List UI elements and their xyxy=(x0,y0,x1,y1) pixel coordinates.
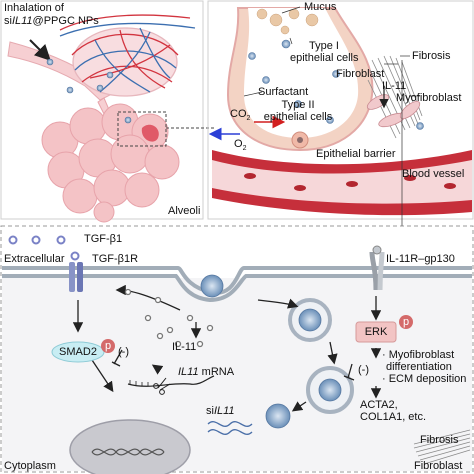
type1-label-line1: Type I xyxy=(309,40,339,52)
epithelial-barrier-label: Epithelial barrier xyxy=(316,148,396,160)
smad2-shape xyxy=(51,339,115,363)
sirna-duplex xyxy=(207,421,253,435)
tgf-b1-ligands xyxy=(8,235,80,261)
zoom-box xyxy=(117,111,167,147)
np-docking xyxy=(200,274,224,298)
il11-label-top: IL-11 xyxy=(382,80,407,92)
nucleus xyxy=(69,419,191,474)
inhalation-np-suffix: @PPGC NPs xyxy=(32,15,99,27)
detail-nanoparticles xyxy=(248,39,340,124)
o2-text: O xyxy=(234,138,243,150)
fibroblast-label-bottom: Fibroblast xyxy=(414,460,463,472)
erk-p-badge: p xyxy=(402,316,410,328)
fibroblast-label: Fibroblast xyxy=(336,68,385,80)
myofibroblast-label: Myofibroblast xyxy=(396,92,462,104)
red-blood-cells xyxy=(244,173,456,191)
alveolar-lumen xyxy=(244,8,359,138)
cell-panel xyxy=(0,225,474,474)
endosome-upper xyxy=(288,298,332,342)
leader-lines xyxy=(243,6,420,225)
il11-mrna-suffix: mRNA xyxy=(198,366,235,378)
erk-shape xyxy=(355,315,413,343)
highlight-patch xyxy=(141,124,159,142)
il11-mrna-label: IL11 mRNA xyxy=(178,366,234,378)
alveolar-detail-panel xyxy=(207,0,474,226)
pathway-arrows xyxy=(72,284,382,412)
il11-mrna-strand xyxy=(127,375,215,387)
type1-label-line2: epithelial cells xyxy=(290,52,359,64)
myo-diff-line1: · Myofibroblast xyxy=(382,349,455,361)
inhibit-left-label: (-) xyxy=(118,346,129,358)
tgf-b1-label: TGF-β1 xyxy=(84,233,123,245)
sil11-prefix: si xyxy=(206,405,214,417)
fibrosis-label-top: Fibrosis xyxy=(412,50,451,62)
il11-mrna-gene: IL11 xyxy=(178,366,199,378)
sil11-label: siIL11 xyxy=(206,405,235,417)
smad2-p-badge: p xyxy=(104,340,112,352)
smad2-label: SMAD2 xyxy=(59,346,97,358)
fibroblast-cells xyxy=(366,94,421,128)
co2-text: CO xyxy=(230,108,247,120)
fibrosis-label-bottom: Fibrosis xyxy=(420,434,459,446)
il11r-gp130-receptor xyxy=(369,245,385,291)
inhalation-si-prefix: si xyxy=(4,15,12,27)
il11r-gp130-label: IL-11R–gp130 xyxy=(386,253,455,265)
mrna-ticks xyxy=(129,380,149,386)
inhalation-gene: IL11 xyxy=(11,15,33,27)
inhibit-right-label: (-) xyxy=(358,364,369,376)
mucus-label: Mucus xyxy=(304,1,337,13)
surfactant-label: Surfactant xyxy=(258,86,309,98)
acta2-line2: COL1A1, etc. xyxy=(360,411,427,423)
sil11-gene: IL11 xyxy=(213,405,235,417)
o2-label: O2 xyxy=(234,138,246,155)
airflow-arrow xyxy=(29,39,51,61)
inhaled-nanoparticles xyxy=(46,58,114,94)
blood-vessel-label: Blood vessel xyxy=(402,168,465,180)
ecm-deposition-label: · ECM deposition xyxy=(382,373,467,385)
alveolar-sac xyxy=(41,97,180,223)
co2-subscript: 2 xyxy=(246,115,251,123)
inhibition-bar-left xyxy=(111,349,123,367)
dna-helix xyxy=(91,448,165,456)
fibrosis-fibers xyxy=(413,429,471,465)
alveoli-label: Alveoli xyxy=(168,205,201,217)
type2-label-line2: epithelial cells xyxy=(263,111,333,123)
inhibition-bar-right xyxy=(343,363,355,381)
acta2-line1: ACTA2, xyxy=(360,399,398,411)
co2-label: CO2 xyxy=(230,108,250,125)
tgf-b1r-label: TGF-β1R xyxy=(92,253,139,265)
capillary-network xyxy=(59,14,196,97)
myo-diff-line2: differentiation xyxy=(386,361,452,373)
released-np xyxy=(265,403,291,429)
extracellular-label: Extracellular xyxy=(4,253,65,265)
sac-nanoparticle xyxy=(124,116,132,124)
endosome-lower xyxy=(306,366,354,414)
erk-label: ERK xyxy=(364,326,388,338)
mucus-blobs xyxy=(256,8,319,35)
o2-subscript: 2 xyxy=(242,145,247,153)
cell-panel-border xyxy=(0,225,474,473)
detail-panel-border xyxy=(207,0,474,220)
tgf-b1r-receptor xyxy=(69,262,83,292)
cytoplasm-label: Cytoplasm xyxy=(4,460,56,472)
inhalation-label-line2: siIL11@PPGC NPs xyxy=(4,15,99,27)
type2-label-line1: Type II xyxy=(281,99,315,111)
myofibroblast-np xyxy=(416,122,424,130)
inhalation-label-line1: Inhalation of xyxy=(4,2,64,14)
alveoli-panel xyxy=(0,0,214,223)
type2-cell xyxy=(291,131,309,149)
blood-vessel-lumen xyxy=(212,160,472,204)
il11-label-bottom: IL-11 xyxy=(172,341,197,353)
il11-dots xyxy=(124,288,214,348)
scissors-icon xyxy=(153,377,171,395)
